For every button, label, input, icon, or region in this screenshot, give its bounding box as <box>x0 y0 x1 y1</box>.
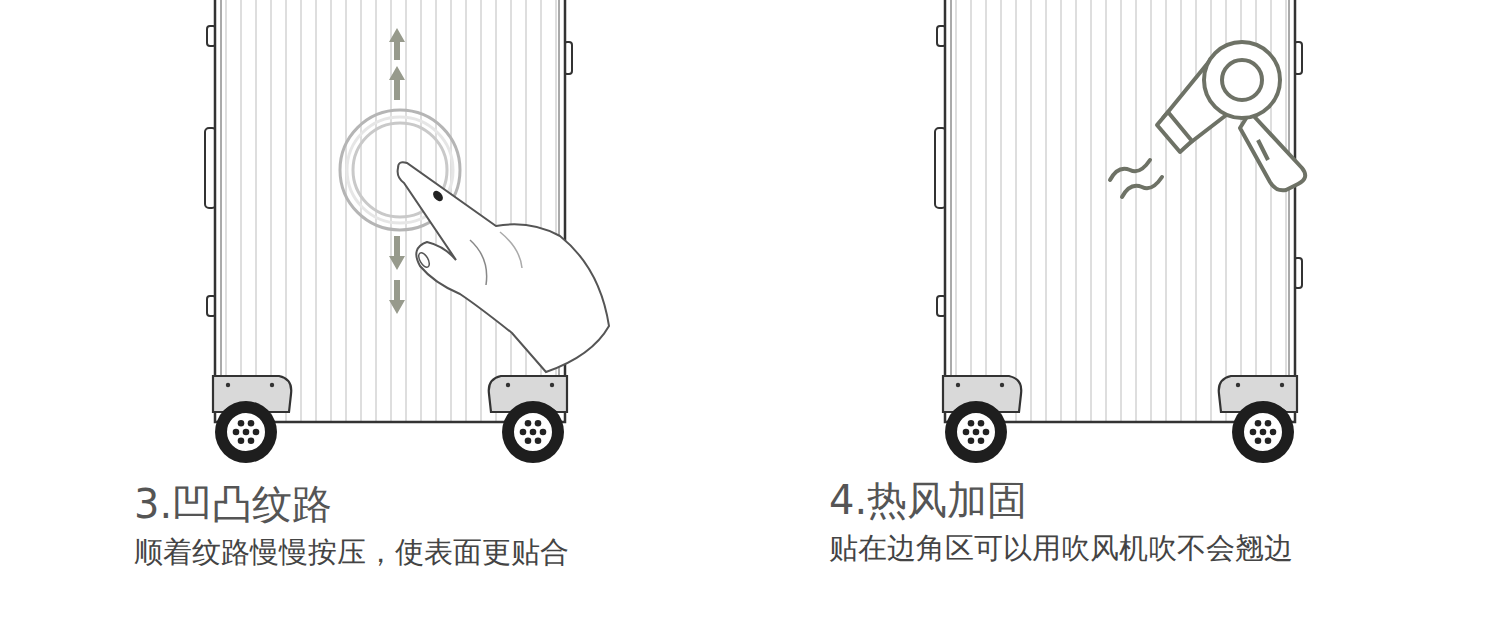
dryer-vent <box>1222 60 1262 100</box>
up-arrow <box>389 66 405 100</box>
dryer-head <box>1204 42 1280 118</box>
down-arrow <box>389 280 405 314</box>
label-slot: 顺着纹路慢慢按压，使表面更贴合 <box>134 536 569 569</box>
dryer-handle <box>1240 112 1305 190</box>
hair-dryer <box>1157 42 1305 190</box>
step-title: 3.凹凸纹路 <box>134 481 332 527</box>
suitcase-right <box>935 0 1302 463</box>
hand <box>398 162 609 372</box>
step-instruction: 贴在边角区可以用吹风机吹不会翘边 <box>829 531 1293 565</box>
label-slot: 贴在边角区可以用吹风机吹不会翘边 <box>829 532 1293 565</box>
label-slot: 4.热风加固 <box>829 477 1027 523</box>
dryer-nozzle <box>1157 112 1192 152</box>
hot-air <box>1110 160 1162 197</box>
air-wave <box>1122 177 1162 197</box>
dryer-switch <box>1258 140 1268 160</box>
hand-crease <box>500 232 522 268</box>
air-wave <box>1110 160 1150 180</box>
down-arrow <box>389 236 405 270</box>
up-arrow <box>389 28 405 60</box>
step-title: 4.热风加固 <box>829 477 1027 523</box>
hand-crease <box>470 240 487 285</box>
step-instruction: 顺着纹路慢慢按压，使表面更贴合 <box>134 535 569 569</box>
label-slot: 3.凹凸纹路 <box>134 481 332 527</box>
fingernail <box>431 189 445 203</box>
thumbnail <box>417 251 432 269</box>
